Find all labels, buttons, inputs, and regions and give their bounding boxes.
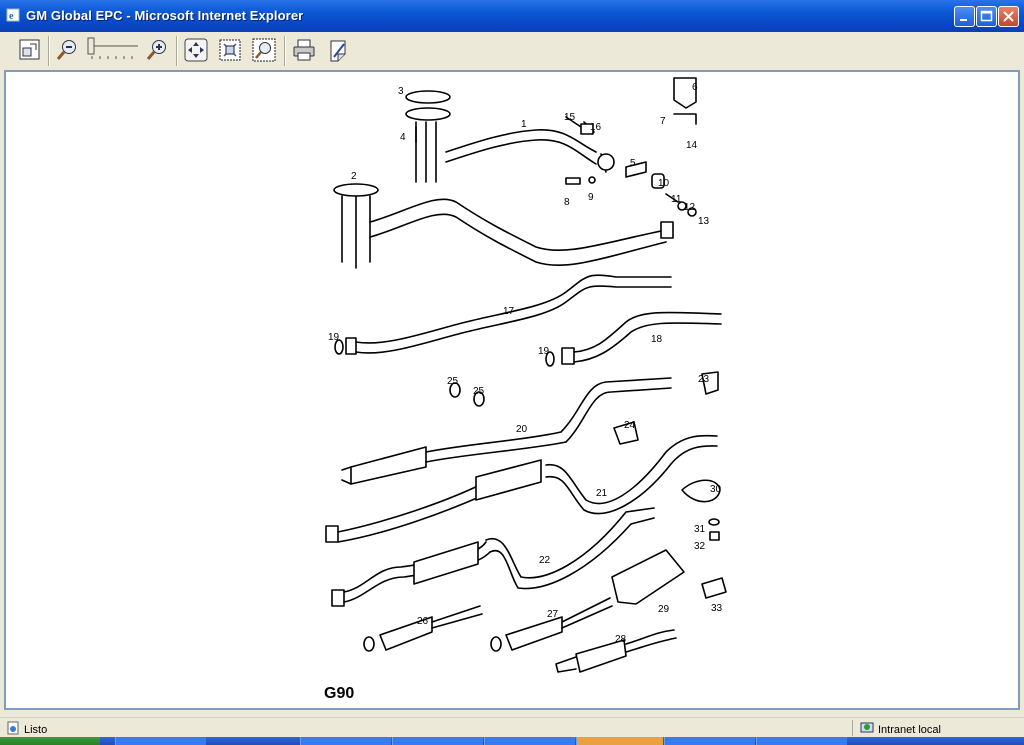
callout-label[interactable]: 2 xyxy=(351,171,357,182)
close-button[interactable] xyxy=(998,6,1019,27)
callout-label[interactable]: 33 xyxy=(711,603,723,614)
callout-label[interactable]: 29 xyxy=(658,604,670,615)
minimize-button[interactable] xyxy=(954,6,975,27)
select-area-icon[interactable] xyxy=(216,36,244,64)
callout-label[interactable]: 15 xyxy=(564,112,576,123)
zoom-out-icon[interactable] xyxy=(54,36,82,64)
taskbar-item[interactable] xyxy=(392,737,483,745)
callout-label[interactable]: 19 xyxy=(538,346,550,357)
callout-label[interactable]: 7 xyxy=(660,116,666,127)
taskbar-item[interactable] xyxy=(484,737,575,745)
maximize-icon xyxy=(980,10,993,22)
fit-page-icon[interactable] xyxy=(16,36,44,64)
toolbar xyxy=(4,32,1020,70)
taskbar-item-active[interactable] xyxy=(576,737,663,745)
callout-label[interactable]: 13 xyxy=(698,216,710,227)
maximize-button[interactable] xyxy=(976,6,997,27)
callout-label[interactable]: 27 xyxy=(547,609,559,620)
taskbar xyxy=(0,737,1024,745)
diagram-code: G90 xyxy=(324,685,355,702)
callout-label[interactable]: 19 xyxy=(328,332,340,343)
taskbar-item[interactable] xyxy=(300,737,391,745)
callout-label[interactable]: 11 xyxy=(671,194,682,205)
title-bar[interactable]: e GM Global EPC - Microsoft Internet Exp… xyxy=(0,0,1024,32)
callout-label[interactable]: 6 xyxy=(692,82,698,93)
ie-icon: e xyxy=(6,8,20,22)
status-bar: Listo Intranet local xyxy=(0,717,1024,738)
taskbar-item[interactable] xyxy=(115,737,206,745)
security-zone: Intranet local xyxy=(878,724,941,736)
exhaust-system-diagram: 1234567891011121314151617181919202122232… xyxy=(325,77,727,673)
callout-label[interactable]: 8 xyxy=(564,197,570,208)
callout-label[interactable]: 17 xyxy=(503,306,515,317)
callout-label[interactable]: 26 xyxy=(417,616,429,627)
status-text: Listo xyxy=(24,724,48,736)
callout-label[interactable]: 5 xyxy=(630,158,636,169)
callout-label[interactable]: 1 xyxy=(521,119,527,130)
svg-text:e: e xyxy=(9,11,14,22)
callout-label[interactable]: 31 xyxy=(694,524,706,535)
callout-label[interactable]: 30 xyxy=(710,484,722,495)
callout-label[interactable]: 24 xyxy=(624,420,636,431)
toolbar-separator xyxy=(176,36,178,66)
callout-label[interactable]: 3 xyxy=(398,86,404,97)
callout-label[interactable]: 21 xyxy=(596,488,608,499)
window-title: GM Global EPC - Microsoft Internet Explo… xyxy=(26,8,304,23)
print-icon[interactable] xyxy=(290,36,318,64)
callout-label[interactable]: 12 xyxy=(684,202,696,213)
callout-label[interactable]: 16 xyxy=(590,122,602,133)
callout-label[interactable]: 28 xyxy=(615,634,627,645)
callout-label[interactable]: 25 xyxy=(447,376,459,387)
callout-label[interactable]: 22 xyxy=(539,555,551,566)
callout-label[interactable]: 10 xyxy=(658,178,670,189)
zoom-slider[interactable] xyxy=(84,36,142,64)
zoom-in-icon[interactable] xyxy=(144,36,172,64)
taskbar-item[interactable] xyxy=(664,737,755,745)
callout-label[interactable]: 25 xyxy=(473,386,485,397)
toolbar-separator xyxy=(48,36,50,66)
pan-icon[interactable] xyxy=(182,36,210,64)
close-icon xyxy=(1003,11,1014,22)
callout-label[interactable]: 9 xyxy=(588,192,594,203)
callout-label[interactable]: 4 xyxy=(400,132,406,143)
status-divider xyxy=(852,720,853,736)
page-icon xyxy=(7,721,19,735)
callout-label[interactable]: 32 xyxy=(694,541,706,552)
taskbar-item[interactable] xyxy=(756,737,847,745)
minimize-icon xyxy=(960,19,967,21)
callout-label[interactable]: 14 xyxy=(686,140,698,151)
callout-label[interactable]: 23 xyxy=(698,374,710,385)
zoom-area-icon[interactable] xyxy=(250,36,278,64)
intranet-icon xyxy=(860,722,874,733)
callout-label[interactable]: 18 xyxy=(651,334,663,345)
callout-label[interactable]: 20 xyxy=(516,424,528,435)
toolbar-separator xyxy=(284,36,286,66)
start-button[interactable] xyxy=(0,737,100,745)
note-icon[interactable] xyxy=(324,36,352,64)
